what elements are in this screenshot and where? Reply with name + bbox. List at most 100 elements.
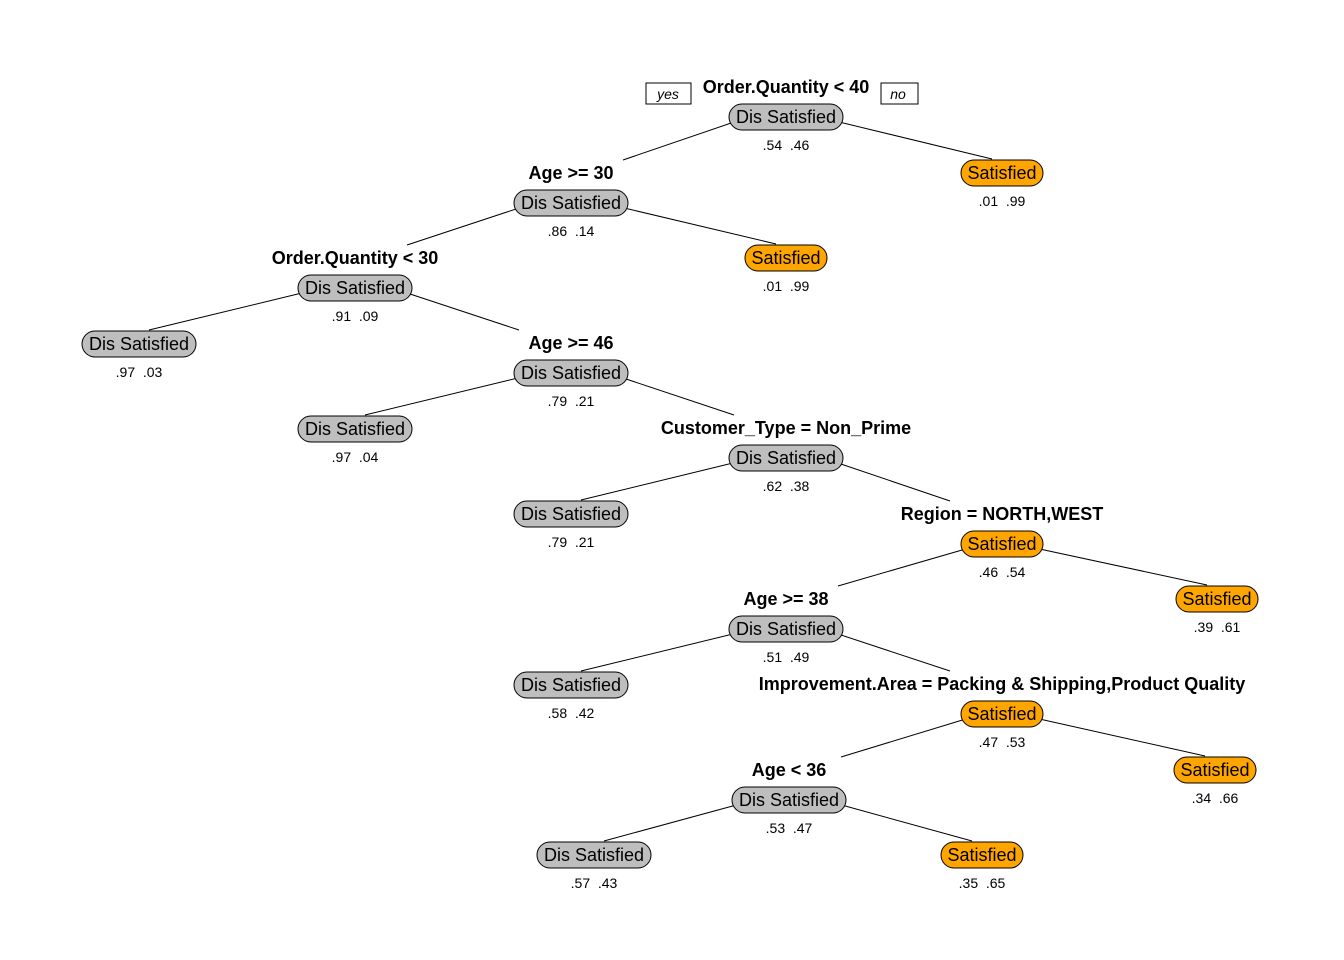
node-probabilities: .39 .61 xyxy=(1194,619,1241,635)
split-rule: Order.Quantity < 40 xyxy=(703,77,870,97)
node-box xyxy=(960,530,1044,558)
node-box xyxy=(728,103,844,131)
yes-label: yes xyxy=(656,86,679,102)
node-probabilities: .51 .49 xyxy=(763,649,810,665)
node-probabilities: .97 .04 xyxy=(332,449,379,465)
node-probabilities: .46 .54 xyxy=(979,564,1026,580)
edge-n1-n2 xyxy=(622,120,738,161)
split-rule: Age >= 30 xyxy=(528,163,613,183)
node-probabilities: .62 .38 xyxy=(763,478,810,494)
node-probabilities: .86 .14 xyxy=(548,223,595,239)
split-rule: Age >= 38 xyxy=(743,589,828,609)
tree-node-n4: Order.Quantity < 30 Dis Satisfied .91 .09 xyxy=(272,248,439,324)
tree-node-n1: Order.Quantity < 40 Dis Satisfied .54 .46 xyxy=(703,77,870,153)
node-box xyxy=(960,700,1044,728)
edge-n9-n11 xyxy=(834,461,951,502)
edge-n16-n19 xyxy=(837,803,973,842)
tree-node-n17: Satisfied .34 .66 xyxy=(1173,756,1257,806)
split-rule: Age < 36 xyxy=(752,760,827,780)
edge-n9-n10 xyxy=(580,461,738,501)
no-box xyxy=(880,82,919,105)
node-class-label: Dis Satisfied xyxy=(521,363,621,383)
node-box xyxy=(728,444,844,472)
split-rule: Order.Quantity < 30 xyxy=(272,248,439,268)
node-class-label: Dis Satisfied xyxy=(521,675,621,695)
node-box xyxy=(513,500,629,528)
tree-node-n5: Satisfied .01 .99 xyxy=(744,244,828,294)
edge-n12-n15 xyxy=(834,632,951,672)
tree-node-n13: Satisfied .39 .61 xyxy=(1175,585,1259,635)
tree-node-n10: Dis Satisfied .79 .21 xyxy=(513,500,629,550)
split-rule: Age >= 46 xyxy=(528,333,613,353)
edge-n11-n12 xyxy=(837,547,970,587)
node-probabilities: .35 .65 xyxy=(959,875,1006,891)
node-class-label: Satisfied xyxy=(967,163,1036,183)
yes-box xyxy=(645,82,692,105)
node-box xyxy=(513,189,629,217)
yes-no-legend: yes no xyxy=(645,82,919,105)
tree-node-n8: Dis Satisfied .97 .04 xyxy=(297,415,413,465)
split-rule: Region = NORTH,WEST xyxy=(901,504,1104,524)
node-box xyxy=(297,415,413,443)
node-probabilities: .79 .21 xyxy=(548,534,595,550)
edge-n16-n18 xyxy=(603,803,741,842)
node-class-label: Dis Satisfied xyxy=(544,845,644,865)
node-probabilities: .01 .99 xyxy=(979,193,1026,209)
node-probabilities: .47 .53 xyxy=(979,734,1026,750)
edge-n2-n5 xyxy=(619,206,777,245)
node-box xyxy=(1173,756,1257,784)
edge-n15-n17 xyxy=(1034,717,1206,757)
node-probabilities: .58 .42 xyxy=(548,705,595,721)
split-rule: Improvement.Area = Packing & Shipping,Pr… xyxy=(759,674,1246,694)
tree-node-n14: Dis Satisfied .58 .42 xyxy=(513,671,629,721)
node-class-label: Dis Satisfied xyxy=(305,278,405,298)
node-class-label: Dis Satisfied xyxy=(89,334,189,354)
node-box xyxy=(536,841,652,869)
node-box xyxy=(728,615,844,643)
edge-n7-n9 xyxy=(619,376,735,416)
node-class-label: Satisfied xyxy=(751,248,820,268)
node-class-label: Satisfied xyxy=(1180,760,1249,780)
node-box xyxy=(513,671,629,699)
node-box xyxy=(81,330,197,358)
node-class-label: Satisfied xyxy=(1182,589,1251,609)
node-probabilities: .97 .03 xyxy=(116,364,163,380)
node-probabilities: .79 .21 xyxy=(548,393,595,409)
tree-node-n11: Region = NORTH,WEST Satisfied .46 .54 xyxy=(901,504,1104,580)
node-box xyxy=(513,359,629,387)
edge-n4-n6 xyxy=(148,291,307,331)
node-box xyxy=(940,841,1024,869)
edge-n4-n7 xyxy=(403,291,520,331)
node-probabilities: .91 .09 xyxy=(332,308,379,324)
node-class-label: Dis Satisfied xyxy=(736,448,836,468)
node-class-label: Dis Satisfied xyxy=(736,107,836,127)
edge-n11-n13 xyxy=(1034,547,1208,586)
node-box xyxy=(960,159,1044,187)
edge-n1-n3 xyxy=(834,120,993,160)
node-class-label: Satisfied xyxy=(947,845,1016,865)
tree-nodes: Order.Quantity < 40 Dis Satisfied .54 .46A… xyxy=(81,77,1259,891)
edge-n15-n16 xyxy=(840,717,970,758)
node-probabilities: .54 .46 xyxy=(763,137,810,153)
edge-n2-n4 xyxy=(406,206,523,246)
node-probabilities: .53 .47 xyxy=(766,820,813,836)
node-box xyxy=(744,244,828,272)
tree-edges xyxy=(148,120,1208,842)
node-probabilities: .34 .66 xyxy=(1192,790,1239,806)
edge-n7-n8 xyxy=(364,376,523,416)
node-class-label: Satisfied xyxy=(967,534,1036,554)
node-class-label: Dis Satisfied xyxy=(521,504,621,524)
tree-node-n18: Dis Satisfied.57 .43 xyxy=(536,841,652,891)
node-box xyxy=(731,786,847,814)
node-probabilities: .01 .99 xyxy=(763,278,810,294)
no-label: no xyxy=(890,86,906,102)
node-class-label: Dis Satisfied xyxy=(305,419,405,439)
tree-node-n19: Satisfied .35 .65 xyxy=(940,841,1024,891)
edge-n12-n14 xyxy=(580,632,738,672)
tree-node-n15: Improvement.Area = Packing & Shipping,Pr… xyxy=(759,674,1246,750)
tree-node-n3: Satisfied .01 .99 xyxy=(960,159,1044,209)
